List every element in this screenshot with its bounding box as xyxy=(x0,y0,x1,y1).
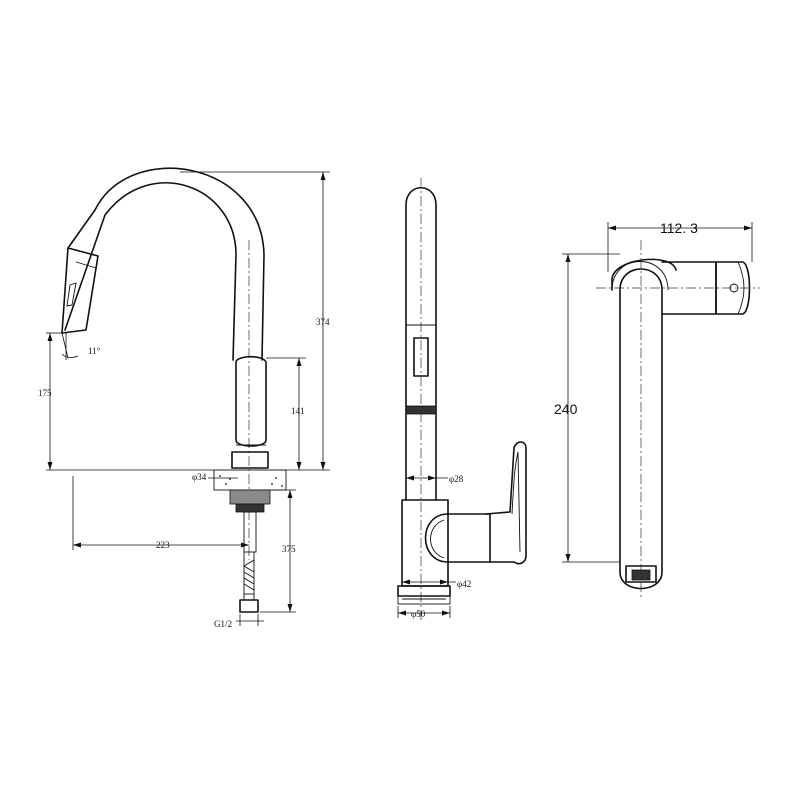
front-lever-hub xyxy=(424,513,491,563)
top-view: 112. 3 240 xyxy=(554,220,760,600)
mounting-shank xyxy=(243,511,257,553)
front-lever-hub-inner xyxy=(430,519,445,559)
faucet-body xyxy=(235,355,267,447)
dim-hose-length: 375 xyxy=(282,544,296,554)
top-spout-outline xyxy=(611,258,677,291)
front-base-ring xyxy=(397,595,451,605)
front-view: φ28 φ42 φ50 xyxy=(397,178,527,620)
dim-hole-diameter: φ34 xyxy=(192,472,207,482)
top-spout xyxy=(619,268,663,590)
top-spout-end xyxy=(625,565,657,583)
front-lever-handle-inner xyxy=(511,451,521,553)
top-lever-tip xyxy=(715,261,751,315)
supply-hose-braid xyxy=(243,559,255,591)
front-lever-handle xyxy=(485,441,527,565)
dim-body-diameter: φ42 xyxy=(457,579,471,589)
spray-head-seam xyxy=(75,261,97,269)
front-body xyxy=(401,499,449,587)
side-view: 374 141 175 11° φ34 223 375 xyxy=(38,167,330,629)
dim-handle-projection: 112. 3 xyxy=(660,220,698,236)
hose-connector-nut xyxy=(239,599,259,613)
body-base xyxy=(231,451,269,469)
dim-spout-diameter: φ28 xyxy=(449,474,464,484)
spout-inner-curve xyxy=(67,167,265,361)
front-base xyxy=(397,585,451,597)
dim-connector: G1/2 xyxy=(214,619,232,629)
dim-reach: 223 xyxy=(156,540,170,550)
spray-head-slot xyxy=(66,282,77,307)
dim-height-total: 374 xyxy=(316,317,330,327)
dim-base-diameter: φ50 xyxy=(411,609,426,619)
dim-body-height: 141 xyxy=(291,406,305,416)
dim-spout-height: 175 xyxy=(38,388,52,398)
dim-spout-angle: 11° xyxy=(88,346,101,356)
mounting-washer xyxy=(235,503,265,513)
spout-outer-curve xyxy=(64,182,237,361)
mounting-nut xyxy=(229,489,271,505)
countertop xyxy=(213,469,287,491)
hose-connector-ferrule xyxy=(243,593,255,601)
countertop-speckle xyxy=(219,475,283,487)
top-spout-inner xyxy=(611,261,669,291)
dim-top-height: 240 xyxy=(554,401,578,417)
spray-head xyxy=(61,247,99,334)
